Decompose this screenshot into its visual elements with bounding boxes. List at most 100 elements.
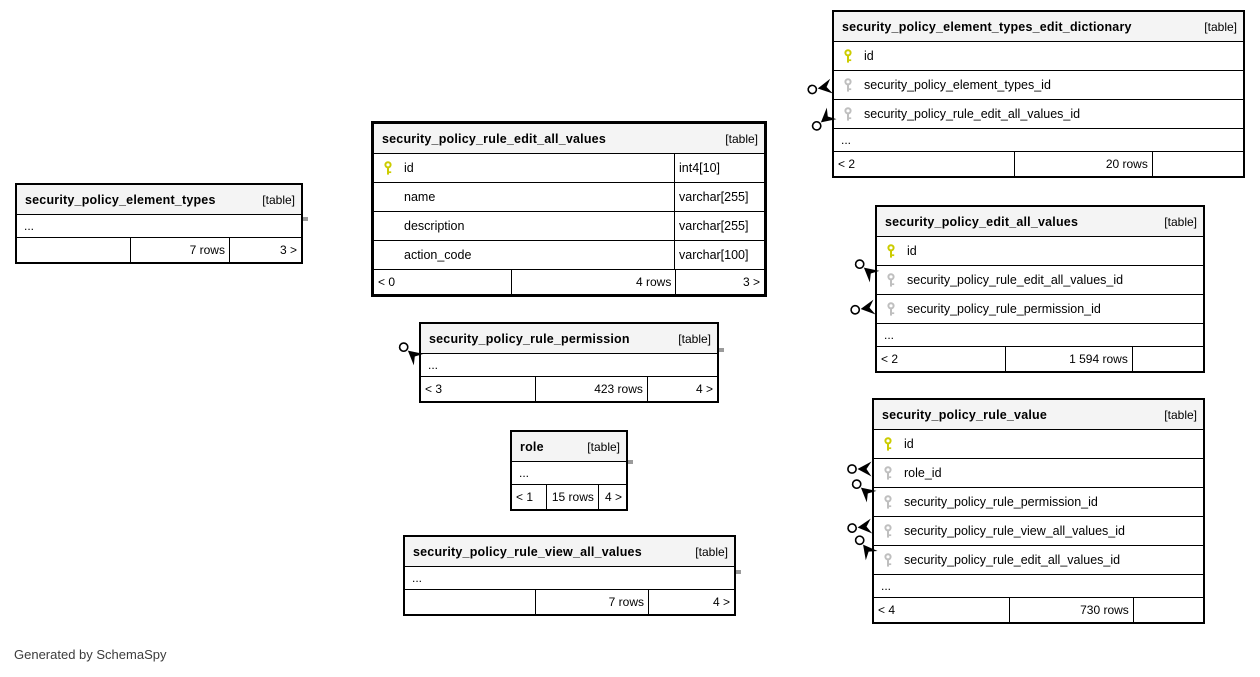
table-security_policy_element_types_edit_dictionary: security_policy_element_types_edit_dicti… (832, 10, 1245, 178)
relationship-stub (628, 460, 633, 464)
foreign-key-icon (844, 106, 852, 121)
relationship-connector-icon (846, 459, 872, 479)
table-type-tag: [table] (1164, 407, 1197, 422)
column-name: id (907, 244, 917, 258)
column-row: action_code varchar[100] (374, 240, 764, 269)
table-name: security_policy_element_types (25, 192, 216, 207)
ellipsis-row: ... (877, 323, 1203, 346)
table-security_policy_edit_all_values: security_policy_edit_all_values [table] i… (875, 205, 1205, 373)
table-header[interactable]: security_policy_rule_view_all_values[tab… (405, 537, 734, 566)
column-type: varchar[255] (674, 183, 764, 211)
footer-parents-count: < 2 (881, 352, 899, 366)
primary-key-cell (834, 48, 864, 64)
table-name: security_policy_edit_all_values (885, 214, 1079, 229)
ellipsis-row: ... (405, 566, 734, 589)
row-count: 7 rows (535, 590, 648, 614)
primary-key-cell (874, 436, 904, 452)
primary-key-icon (887, 243, 895, 258)
footer-parents-count (405, 590, 535, 614)
column-row: security_policy_rule_edit_all_values_id (834, 99, 1243, 128)
table-type-tag: [table] (1164, 214, 1197, 229)
primary-key-icon (384, 160, 392, 175)
foreign-key-cell (834, 106, 864, 122)
table-type-tag: [table] (587, 439, 620, 454)
column-row: role_id (874, 458, 1203, 487)
column-name: security_policy_rule_permission_id (904, 495, 1098, 509)
foreign-key-cell (874, 494, 904, 510)
footer-parents-count: < 1 (516, 490, 534, 504)
relationship-connector-icon (848, 529, 880, 562)
foreign-key-cell (834, 77, 864, 93)
column-name: action_code (404, 248, 472, 262)
relationship-connector-icon (845, 516, 873, 539)
relationship-connector-icon (393, 336, 426, 368)
table-security_policy_rule_edit_all_values: security_policy_rule_edit_all_values[tab… (371, 121, 767, 297)
table-header[interactable]: security_policy_edit_all_values [table] (877, 207, 1203, 236)
ellipsis-row: ... (17, 214, 301, 237)
table-header[interactable]: security_policy_rule_value [table] (874, 400, 1203, 429)
table-type-tag: [table] (1204, 19, 1237, 34)
table-type-tag: [table] (695, 544, 728, 559)
column-name: security_policy_rule_edit_all_values_id (907, 273, 1124, 287)
footer-parents-count: < 0 (378, 275, 396, 289)
footer-children-count: 4 > (597, 485, 626, 509)
ellipsis-row: ... (512, 461, 626, 484)
foreign-key-cell (874, 552, 904, 568)
column-row: security_policy_rule_view_all_values_id (874, 516, 1203, 545)
table-type-tag: [table] (678, 331, 711, 346)
footer-children-count: 3 > (675, 270, 764, 294)
row-count: 4 rows (510, 270, 675, 294)
footer-children-count (1151, 152, 1243, 176)
table-name: security_policy_rule_value (882, 407, 1048, 422)
column-name: security_policy_element_types_id (864, 78, 1051, 92)
footer-children-count: 4 > (648, 590, 734, 614)
table-header[interactable]: security_policy_rule_permission [table] (421, 324, 717, 353)
table-header[interactable]: security_policy_rule_edit_all_values[tab… (374, 124, 764, 153)
foreign-key-cell (877, 272, 907, 288)
column-row: name varchar[255] (374, 182, 764, 211)
foreign-key-icon (887, 301, 895, 316)
row-count: 15 rows (545, 485, 598, 509)
column-name: role_id (904, 466, 942, 480)
table-name: security_policy_rule_permission (429, 331, 630, 346)
row-count: 1 594 rows (1005, 347, 1131, 371)
foreign-key-icon (844, 77, 852, 92)
column-name: name (404, 190, 436, 204)
foreign-key-icon (884, 494, 892, 509)
column-name: security_policy_rule_edit_all_values_id (904, 553, 1121, 567)
table-header[interactable]: security_policy_element_types_edit_dicti… (834, 12, 1243, 41)
column-row: id (834, 41, 1243, 70)
column-row: id (877, 236, 1203, 265)
footer-parents-count: < 2 (838, 157, 856, 171)
table-header[interactable]: security_policy_element_types[table] (17, 185, 301, 214)
table-security_policy_rule_view_all_values: security_policy_rule_view_all_values[tab… (403, 535, 736, 616)
foreign-key-cell (874, 465, 904, 481)
relationship-connector-icon (846, 473, 879, 505)
column-name: security_policy_rule_edit_all_values_id (864, 107, 1081, 121)
ellipsis-row: ... (834, 128, 1243, 151)
column-type: varchar[100] (674, 241, 764, 269)
relationship-connector-icon (848, 297, 877, 320)
primary-key-cell (877, 243, 907, 259)
table-footer: < 2 20 rows (834, 151, 1243, 176)
footer-parents-count: < 3 (425, 382, 443, 396)
column-row: security_policy_element_types_id (834, 70, 1243, 99)
table-header[interactable]: role[table] (512, 432, 626, 461)
ellipsis-row: ... (421, 353, 717, 376)
row-count: 730 rows (1009, 598, 1132, 622)
generated-by-credit: Generated by SchemaSpy (14, 647, 167, 662)
table-type-tag: [table] (725, 131, 758, 146)
column-row: security_policy_rule_edit_all_values_id (877, 265, 1203, 294)
relationship-connector-icon (805, 76, 834, 100)
column-row: security_policy_rule_permission_id (874, 487, 1203, 516)
row-count: 20 rows (1014, 152, 1152, 176)
primary-key-cell (374, 160, 404, 176)
table-footer: < 2 1 594 rows (877, 346, 1203, 371)
